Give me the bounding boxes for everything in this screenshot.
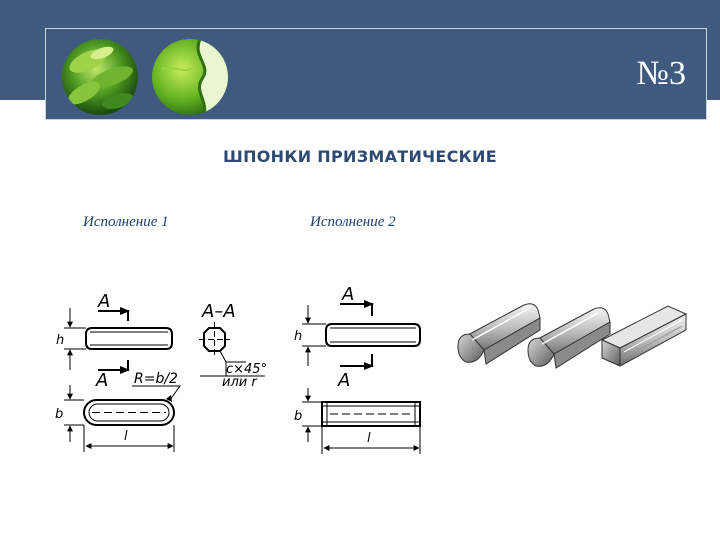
variant2-side-view (325, 323, 421, 347)
variant1-side-view (85, 327, 173, 350)
variant2-section-marks (340, 303, 373, 367)
variant1-plan-view (83, 399, 175, 426)
dim-b-label-1: b (55, 407, 63, 422)
caption-variant-1: Исполнение 1 (83, 214, 169, 230)
variant1-dim-l (83, 425, 175, 452)
section-a-top-2: A (341, 284, 354, 305)
section-aa-title: A–A (201, 301, 236, 322)
section-a-bottom-1: A (95, 370, 108, 391)
section-a-bottom-2: A (337, 370, 350, 391)
dim-h-label-2: h (294, 329, 302, 344)
dim-l-label-2: l (367, 431, 371, 446)
caption-variant-2: Исполнение 2 (310, 214, 396, 230)
variant2-dim-b (302, 388, 322, 442)
key-3d-square (600, 305, 688, 367)
dim-h-label-1: h (56, 333, 64, 348)
variant2-dim-l (321, 426, 421, 454)
radius-leader (132, 385, 181, 401)
variant1-section-marks (98, 310, 129, 371)
chamfer-label: c×45° (226, 362, 267, 377)
key-3d-rounded-1 (457, 303, 541, 365)
variant1-dim-b (64, 385, 84, 442)
green-leaf-image-2 (152, 39, 228, 115)
slide-number: №3 (636, 55, 686, 92)
variant2-dim-h (302, 305, 326, 366)
header-panel: №3 (45, 28, 707, 120)
variant2-plan-view (321, 401, 421, 427)
or-r-label: или r (222, 375, 258, 390)
green-leaf-image-1 (62, 39, 138, 115)
dim-b-label-2: b (294, 409, 302, 424)
variant1-dim-h (64, 308, 86, 370)
slide-title: ШПОНКИ ПРИЗМАТИЧЕСКИЕ (223, 147, 497, 166)
section-a-top-1: A (97, 291, 110, 312)
key-3d-rounded-2 (527, 307, 611, 369)
section-aa-view (199, 322, 265, 377)
radius-label: R=b/2 (134, 371, 178, 387)
dim-l-label-1: l (124, 429, 128, 444)
